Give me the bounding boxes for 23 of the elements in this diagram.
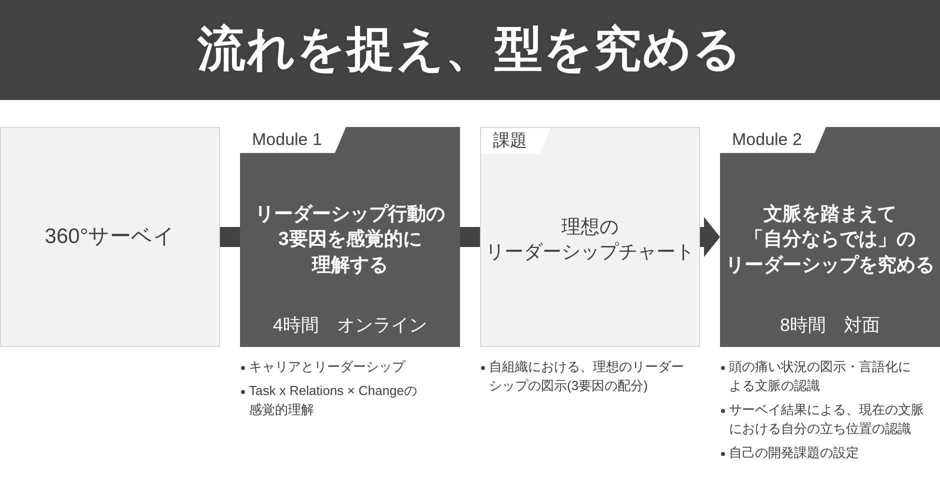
step-box [480, 127, 700, 347]
bullet-text: 自己の開発課題の設定 [729, 444, 859, 462]
step-box [240, 127, 460, 347]
bullet-text: キャリアとリーダーシップ [249, 358, 405, 376]
bullet-text: Task x Relations × Changeの感覚的理解 [249, 382, 418, 419]
connector-bar [220, 227, 240, 247]
tab-label: Module 2 [720, 127, 826, 153]
step-title: 文脈を踏まえて「自分ならでは」のリーダーシップを究める [724, 202, 936, 278]
tab-label: 課題 [481, 128, 551, 154]
arrow [700, 217, 720, 257]
step-box [0, 127, 220, 347]
title-banner: 流れを捉え、型を究める [0, 0, 940, 100]
tab-label: Module 1 [240, 127, 346, 153]
step-title: 理想のリーダーシップチャート [484, 216, 696, 265]
step-title: リーダーシップ行動の3要因を感覚的に理解する [254, 202, 446, 278]
bullet-text: 頭の痛い状況の図示・言語化による文脈の認識 [729, 358, 911, 395]
bullet-text: サーベイ結果による、現在の文脈における自分の立ち位置の認識 [729, 401, 924, 438]
step-note: 4時間 オンライン [273, 314, 427, 337]
step-box [720, 127, 940, 347]
step-note: 8時間 対面 [780, 314, 880, 337]
step-title: 360°サーベイ [44, 224, 176, 250]
bullet-text: 自組織における、理想のリーダーシップの図示(3要因の配分) [489, 358, 684, 395]
connector-bar [460, 227, 480, 247]
